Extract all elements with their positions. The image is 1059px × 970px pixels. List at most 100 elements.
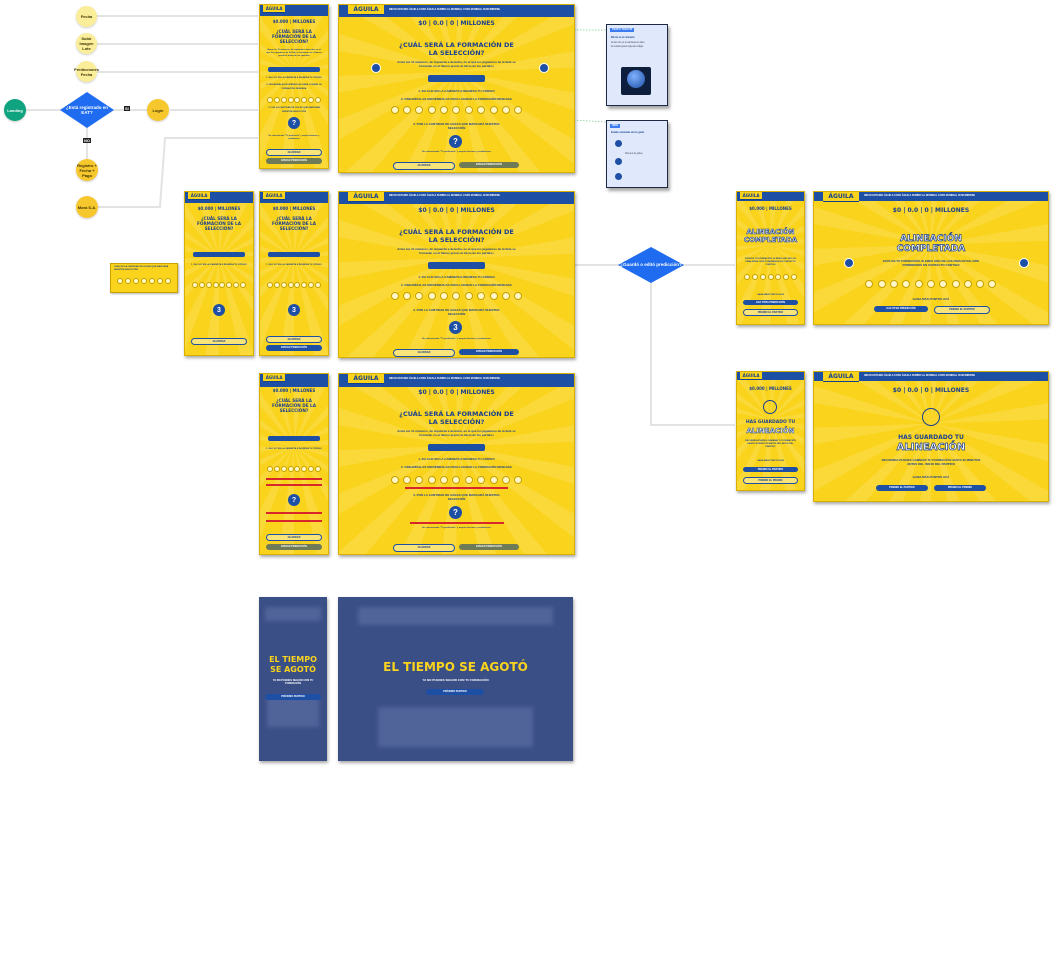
shirt-slot[interactable] xyxy=(301,282,308,288)
next-match-button[interactable]: PRÓXIMO PARTIDO xyxy=(426,689,484,695)
top-nav[interactable]: INICIO ESTADIO ÁGUILA COPA ÁGUILA RUMBO … xyxy=(864,193,976,197)
shirt-slot[interactable] xyxy=(315,282,322,288)
shirt-slot[interactable] xyxy=(427,106,436,114)
shirt-slot[interactable] xyxy=(514,106,523,114)
shirt-slot[interactable] xyxy=(308,466,315,472)
shirt-slot[interactable] xyxy=(489,476,498,484)
shirt-slot[interactable] xyxy=(287,282,294,288)
save-button[interactable]: GUARDAR xyxy=(393,544,455,552)
shirt-slot[interactable] xyxy=(452,476,461,484)
shirt-slot[interactable] xyxy=(427,292,436,300)
terms-checkbox-label[interactable]: He seleccionado "Tú predicción" y acepto… xyxy=(268,135,320,140)
shirt-slot[interactable] xyxy=(440,106,449,114)
shirt-slot[interactable] xyxy=(403,292,412,300)
next-match-button[interactable]: PRÓXIMO PARTIDO xyxy=(265,694,321,700)
shirt-slot[interactable] xyxy=(219,282,226,288)
shirt-slot[interactable] xyxy=(415,106,424,114)
send-prediction-button[interactable]: ENVIAR PREDICCIÓN xyxy=(459,162,519,168)
terms-checkbox-label[interactable]: He seleccionado "Tú predicción" y acepto… xyxy=(422,151,491,153)
shirt-slot[interactable] xyxy=(294,282,301,288)
save-button[interactable]: GUARDAR xyxy=(393,162,455,170)
shirt-slot[interactable] xyxy=(477,476,486,484)
shirt-slot[interactable] xyxy=(315,466,322,472)
goals-value[interactable]: 3 xyxy=(449,321,462,334)
shirt-slot[interactable] xyxy=(427,476,436,484)
shirt-slot[interactable] xyxy=(440,292,449,300)
shirt-slot[interactable] xyxy=(233,282,240,288)
shirt-slot[interactable] xyxy=(308,97,315,103)
shirt-slot[interactable] xyxy=(266,282,273,288)
terms-checkbox-label[interactable]: He seleccionado "Tú predicción" y acepto… xyxy=(422,527,491,529)
shirt-slot[interactable] xyxy=(280,97,287,103)
save-button[interactable]: GUARDAR xyxy=(191,338,247,345)
shirt-slot[interactable] xyxy=(280,466,287,472)
shirt-slot[interactable] xyxy=(266,97,273,103)
goals-question-icon[interactable]: ? xyxy=(449,506,462,519)
save-button[interactable]: GUARDAR xyxy=(266,149,322,156)
shirt-slot[interactable] xyxy=(489,292,498,300)
send-prediction-button[interactable]: ENVIAR PREDICCIÓN xyxy=(459,544,519,550)
send-prediction-button[interactable]: ENVIAR PREDICCIÓN xyxy=(266,345,322,351)
another-prediction-button[interactable]: HAZ OTRA PREDICCIÓN xyxy=(743,300,798,305)
goals-question-icon[interactable]: ? xyxy=(449,135,462,148)
shirt-slot[interactable] xyxy=(294,97,301,103)
shirt-slot[interactable] xyxy=(489,106,498,114)
shirt-slot[interactable] xyxy=(273,97,280,103)
prize-button[interactable]: PREMIO EL PREMIO xyxy=(743,477,798,484)
shirt-slot[interactable] xyxy=(301,466,308,472)
another-prediction-button[interactable]: HAZ OTRA PREDICCIÓN xyxy=(874,306,928,312)
shirt-slot[interactable] xyxy=(501,106,510,114)
shirt-slot[interactable] xyxy=(464,106,473,114)
goals-value[interactable]: 3 xyxy=(288,304,300,316)
shirt-slot[interactable] xyxy=(390,476,399,484)
goals-question-icon[interactable]: ? xyxy=(288,117,300,129)
save-button[interactable]: GUARDAR xyxy=(266,534,322,541)
top-nav[interactable]: INICIO ESTADIO ÁGUILA COPA ÁGUILA RUMBO … xyxy=(864,373,976,377)
shirt-slot[interactable] xyxy=(212,282,219,288)
shirt-slot[interactable] xyxy=(308,282,315,288)
shirt-slot[interactable] xyxy=(403,106,412,114)
top-nav[interactable]: INICIO ESTADIO ÁGUILA COPA ÁGUILA RUMBO … xyxy=(389,376,501,380)
shirt-slot[interactable] xyxy=(266,466,273,472)
shirt-slot[interactable] xyxy=(440,476,449,484)
goals-question-icon[interactable]: ? xyxy=(288,494,300,506)
shirt-slot[interactable] xyxy=(205,282,212,288)
shirt-slot[interactable] xyxy=(403,476,412,484)
shirt-slot[interactable] xyxy=(514,476,523,484)
shirt-slot[interactable] xyxy=(390,106,399,114)
shirt-slot[interactable] xyxy=(514,292,523,300)
shirt-slot[interactable] xyxy=(280,282,287,288)
top-nav[interactable]: INICIO ESTADIO ÁGUILA COPA ÁGUILA RUMBO … xyxy=(389,194,501,198)
shirt-slot[interactable] xyxy=(452,106,461,114)
shirt-slot[interactable] xyxy=(415,292,424,300)
prize-match-button[interactable]: PREMIO EL PARTIDO xyxy=(876,485,928,491)
save-button[interactable]: GUARDAR xyxy=(393,349,455,357)
send-prediction-button[interactable]: ENVIAR PREDICCIÓN xyxy=(266,544,322,550)
shirt-slot[interactable] xyxy=(477,292,486,300)
shirt-slot[interactable] xyxy=(273,282,280,288)
shirt-slot[interactable] xyxy=(226,282,233,288)
prize-button[interactable]: PREMIO EL PREMIO xyxy=(934,485,986,491)
shirt-slot[interactable] xyxy=(452,292,461,300)
shirt-slot[interactable] xyxy=(501,292,510,300)
terms-checkbox-label[interactable]: He seleccionado "Tú predicción" y acepto… xyxy=(422,338,491,340)
shirt-slot[interactable] xyxy=(287,466,294,472)
prize-match-button[interactable]: PREMIO EL PARTIDO xyxy=(743,309,798,316)
shirt-slot[interactable] xyxy=(294,466,301,472)
goals-value[interactable]: 3 xyxy=(213,304,225,316)
shirt-slot[interactable] xyxy=(477,106,486,114)
send-prediction-button[interactable]: ENVIAR PREDICCIÓN xyxy=(459,349,519,355)
shirt-slot[interactable] xyxy=(240,282,247,288)
shirt-slot[interactable] xyxy=(198,282,205,288)
shirt-slot[interactable] xyxy=(191,282,198,288)
prize-match-button[interactable]: PREMIO EL PARTIDO xyxy=(743,467,798,472)
shirt-slot[interactable] xyxy=(315,97,322,103)
shirt-slot[interactable] xyxy=(273,466,280,472)
shirt-slot[interactable] xyxy=(501,476,510,484)
shirt-slot[interactable] xyxy=(287,97,294,103)
prize-match-button[interactable]: PREMIO EL PARTIDO xyxy=(934,306,990,314)
send-prediction-button[interactable]: ENVIAR PREDICCIÓN xyxy=(266,158,322,164)
top-nav[interactable]: INICIO ESTADIO ÁGUILA COPA ÁGUILA RUMBO … xyxy=(389,7,501,11)
shirt-slot[interactable] xyxy=(464,292,473,300)
shirt-slot[interactable] xyxy=(464,476,473,484)
